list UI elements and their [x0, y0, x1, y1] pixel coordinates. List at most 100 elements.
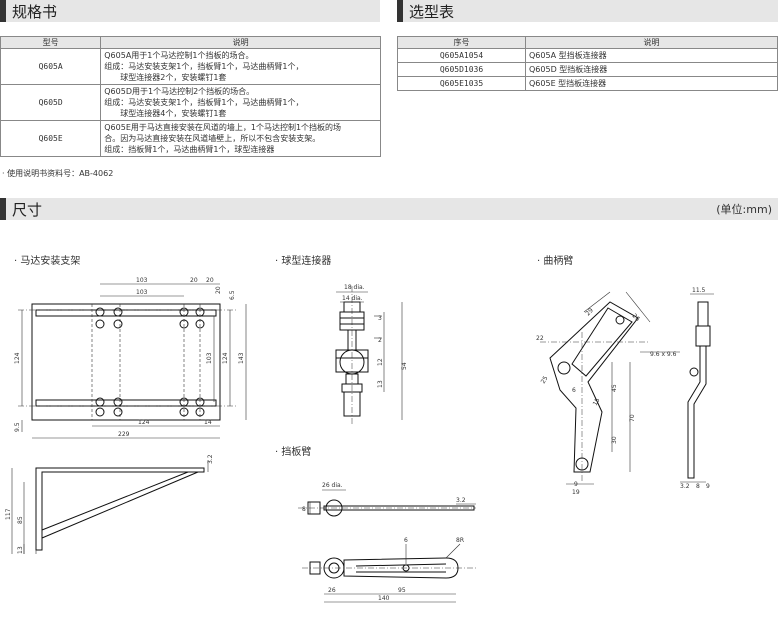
- spec-desc-line: 球型连接器2个，安装螺钉1套: [104, 73, 227, 82]
- bracket-top-view-drawing: 103 20 20 103 20 6.5 124 103 124 143 124…: [14, 277, 247, 439]
- crank-side-outline: [687, 301, 711, 479]
- bracket-side-view-drawing: 117 85 13 3.2: [5, 454, 214, 554]
- selection-desc-cell: Q605A 型挡板连接器: [525, 48, 778, 63]
- table-row: Q605D Q605D用于1个马达控制2个挡板的场合。 组成：马达安装支架1个，…: [0, 84, 381, 121]
- spec-col-desc: 说明: [100, 36, 381, 49]
- dim-text: 18 dia.: [344, 284, 365, 291]
- ball-connector-outline: [335, 286, 369, 426]
- damper-arm-top-outline: [298, 499, 476, 517]
- bracket-outline: [18, 303, 238, 421]
- dim-text: 140: [378, 595, 390, 602]
- dim-text: 3.2: [680, 483, 690, 490]
- spec-col-model: 型号: [0, 36, 102, 49]
- dimensions-unit: (单位:mm): [716, 203, 772, 216]
- spec-desc-line: Q605A用于1个马达控制1个挡板的场合。: [104, 51, 254, 60]
- selection-no-cell: Q605D1036: [397, 62, 526, 77]
- dim-text: 124: [222, 352, 229, 364]
- dim-text: 26: [328, 587, 336, 594]
- bracket-label: · 马达安装支架: [14, 256, 81, 267]
- dim-text: 9.5: [14, 422, 21, 432]
- crank-arm-drawing: 11.5 29 26 22 9.6 x 9.6 25 6 70 15 45 30…: [536, 287, 714, 496]
- dim-text: 85: [17, 516, 24, 524]
- spec-desc-cell: Q605A用于1个马达控制1个挡板的场合。 组成：马达安装支架1个，挡板臂1个，…: [100, 48, 381, 85]
- selection-no-cell: Q605E1035: [397, 76, 526, 91]
- selection-title: 选型表: [409, 2, 455, 21]
- dimensions-title: 尺寸: [12, 200, 43, 219]
- ball-connector-label: · 球型连接器: [275, 256, 332, 267]
- dim-text: 8R: [456, 537, 464, 544]
- dim-text: 29: [584, 307, 594, 317]
- damper-arm-drawing: 26 dia. 8 3.2 6 8R 26 95 140: [298, 482, 476, 603]
- table-row: Q605E1035 Q605E 型挡板连接器: [397, 76, 778, 91]
- dim-text: 143: [238, 352, 245, 364]
- dim-text: 103: [206, 352, 213, 364]
- dim-text: 9.6 x 9.6: [650, 351, 677, 358]
- crank-arm-dimensions: [566, 291, 714, 485]
- bracket-side-dimensions: [11, 460, 209, 554]
- spec-header: 规格书: [0, 0, 380, 22]
- dim-text: 26 dia.: [322, 482, 343, 489]
- ball-connector-drawing: 18 dia. 14 dia. 54 12 13 3 2: [335, 284, 408, 426]
- dim-text: 22: [536, 335, 544, 342]
- spec-table-header: 型号 说明: [0, 36, 381, 49]
- dim-text: 30: [611, 436, 618, 444]
- spec-table: 型号 说明 Q605A Q605A用于1个马达控制1个挡板的场合。 组成：马达安…: [0, 36, 381, 157]
- crank-arm-outline: [540, 301, 650, 482]
- dim-text: 70: [629, 414, 636, 422]
- dim-text: 124: [138, 419, 150, 426]
- dim-text: 6: [572, 387, 576, 394]
- damper-arm-bottom-outline: [302, 557, 476, 579]
- spec-desc-cell: Q605D用于1个马达控制2个挡板的场合。 组成：马达安装支架1个，挡板臂1个，…: [100, 84, 381, 121]
- dim-text: 3.2: [207, 454, 214, 464]
- spec-desc-line: 组成：马达安装支架1个，挡板臂1个，马达曲柄臂1个，: [104, 62, 304, 71]
- table-row: Q605D1036 Q605D 型挡板连接器: [397, 62, 778, 77]
- spec-desc-cell: Q605E用于马达直接安装在风道的墙上，1个马达控制1个挡板的场 合。因为马达直…: [100, 120, 381, 157]
- spec-title: 规格书: [12, 2, 58, 21]
- dim-text: 13: [377, 380, 384, 388]
- header-bar: [0, 198, 6, 220]
- dim-text: 9: [706, 483, 710, 490]
- spec-desc-line: 合。因为马达直接安装在风道墙壁上，所以不包含安装支架。: [104, 134, 321, 143]
- spec-desc-line: Q605E用于马达直接安装在风道的墙上，1个马达控制1个挡板的场: [104, 123, 342, 132]
- dim-text: 6: [404, 537, 408, 544]
- dim-text: 54: [401, 362, 408, 370]
- dim-text: 20: [215, 286, 222, 294]
- selection-table: 序号 说明 Q605A1054 Q605A 型挡板连接器 Q605D1036 Q…: [397, 36, 778, 91]
- dim-text: 20: [206, 277, 214, 284]
- dim-text: 15: [592, 397, 602, 407]
- spec-desc-line: 组成：马达安装支架1个，挡板臂1个，马达曲柄臂1个，: [104, 98, 304, 107]
- dim-text: 2: [378, 337, 382, 344]
- dim-text: 95: [398, 587, 406, 594]
- spec-desc-line: 球型连接器4个，安装螺钉1套: [104, 109, 227, 118]
- selection-desc-cell: Q605E 型挡板连接器: [525, 76, 778, 91]
- table-row: Q605A Q605A用于1个马达控制1个挡板的场合。 组成：马达安装支架1个，…: [0, 48, 381, 85]
- table-row: Q605E Q605E用于马达直接安装在风道的墙上，1个马达控制1个挡板的场 合…: [0, 120, 381, 157]
- damper-arm-dimensions: [309, 489, 476, 603]
- selection-header: 选型表: [397, 0, 778, 22]
- bracket-dimension-lines: [21, 283, 247, 439]
- selection-col-desc: 说明: [525, 36, 778, 49]
- spec-model-cell: Q605D: [0, 84, 102, 121]
- dim-text: 103: [136, 289, 148, 296]
- dim-text: 11.5: [692, 287, 706, 294]
- dimensions-header: 尺寸 (单位:mm): [0, 198, 778, 220]
- dim-text: 26: [631, 312, 641, 322]
- dim-text: 103: [136, 277, 148, 284]
- dim-text: 13: [17, 546, 24, 554]
- dim-text: 12: [377, 358, 384, 366]
- dim-text: 14 dia.: [342, 295, 363, 302]
- dim-text: 8: [302, 506, 306, 513]
- dim-text: 20: [190, 277, 198, 284]
- dim-text: 45: [611, 384, 618, 392]
- crank-arm-label: · 曲柄臂: [537, 256, 574, 267]
- bracket-side-outline: [35, 467, 205, 554]
- dim-text: 9: [574, 481, 578, 488]
- table-row: Q605A1054 Q605A 型挡板连接器: [397, 48, 778, 63]
- spec-model-cell: Q605A: [0, 48, 102, 85]
- dim-text: 117: [5, 508, 12, 520]
- selection-desc-cell: Q605D 型挡板连接器: [525, 62, 778, 77]
- dim-text: 229: [118, 431, 130, 438]
- selection-no-cell: Q605A1054: [397, 48, 526, 63]
- dim-text: 14: [204, 419, 212, 426]
- dim-text: 3: [378, 315, 382, 322]
